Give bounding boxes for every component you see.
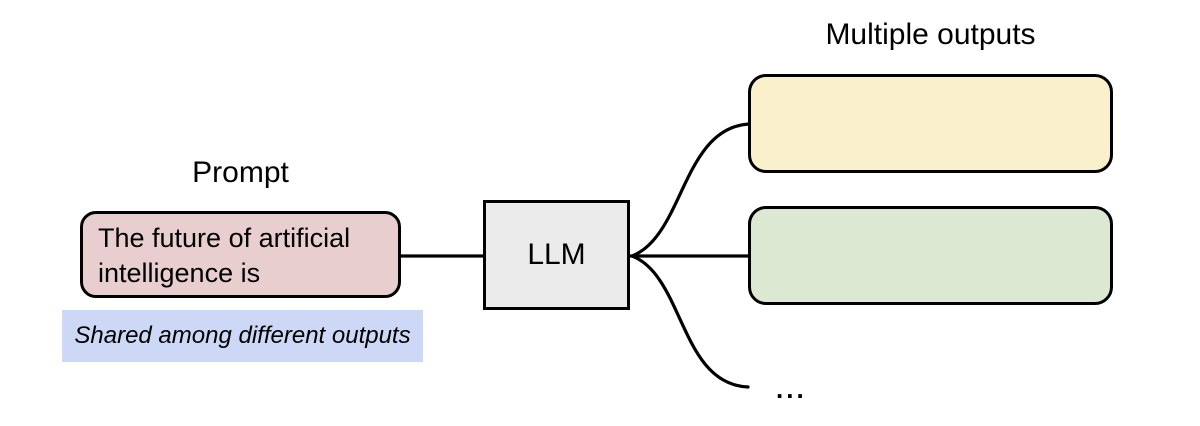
prompt-text-line-2: intelligence is (98, 258, 261, 288)
prompt-text-line-1: The future of artificial (98, 223, 351, 253)
connector-llm-to-ellipsis (630, 254, 750, 389)
shared-note-highlight: Shared among different outputs (62, 310, 423, 362)
shared-note-text: Shared among different outputs (74, 322, 411, 349)
prompt-title: Prompt (192, 156, 289, 189)
prompt-box: The future of artificial intelligence is (80, 211, 401, 298)
connector-llm-to-output-top (630, 122, 751, 258)
llm-box: LLM (483, 200, 630, 310)
output-box-top (748, 74, 1113, 173)
multiple-outputs-title: Multiple outputs (825, 18, 1036, 51)
more-outputs-ellipsis: ... (776, 374, 807, 404)
llm-label: LLM (527, 238, 586, 271)
output-box-middle (748, 206, 1113, 305)
